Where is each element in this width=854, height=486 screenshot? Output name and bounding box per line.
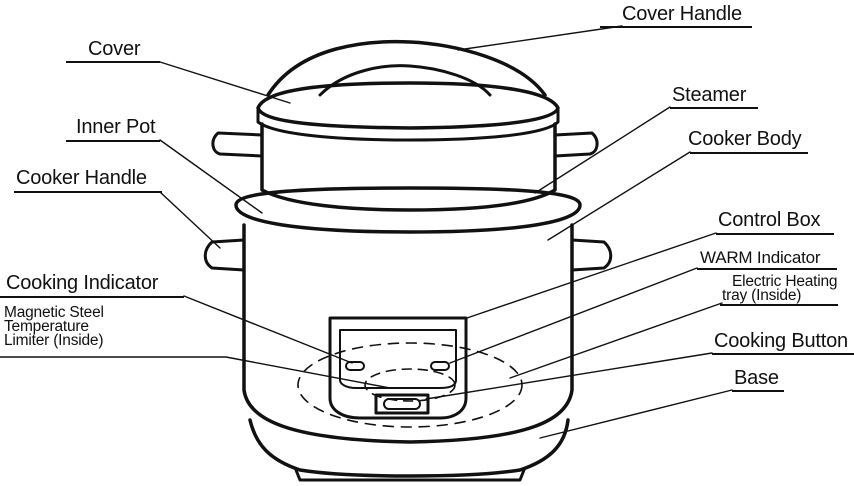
label-steamer: Steamer (672, 84, 747, 106)
cooking-button-shape (374, 393, 430, 415)
label-magnetic-2: Temperature (4, 318, 89, 335)
cooker-handle-left (203, 238, 246, 272)
cooker-body-shape (242, 223, 574, 444)
label-electric-heating-1: Electric Heating (732, 273, 838, 290)
label-cooking-button: Cooking Button (714, 330, 848, 352)
cooking-button-inner (383, 398, 421, 410)
leader-inner-pot (159, 139, 263, 214)
leader-cooker-body (547, 151, 691, 241)
cooking-indicator-light (345, 361, 365, 371)
leader-base (539, 389, 733, 439)
cover-handle-inner (318, 64, 492, 97)
label-electric-heating-2: tray (Inside) (722, 287, 802, 304)
steamer-handle-left (211, 131, 264, 158)
label-control-box: Control Box (718, 209, 821, 231)
cooker-handle-right (570, 238, 613, 272)
underline-inner-pot (66, 140, 160, 142)
underline-warm-indicator (697, 268, 837, 270)
underline-base (732, 390, 784, 392)
base-bottom (294, 468, 526, 482)
underline-cooker-handle (14, 191, 162, 193)
base-shape (248, 418, 570, 478)
cooker-body-rim (234, 186, 582, 234)
warm-indicator-light (430, 361, 450, 371)
label-cooking-indicator: Cooking Indicator (6, 272, 159, 294)
leader-electric-heating (509, 302, 723, 379)
leader-cooking-button (425, 352, 713, 400)
leader-cover (159, 61, 291, 104)
label-base: Base (734, 367, 779, 389)
cover-handle-shape (266, 39, 547, 97)
leader-steamer (534, 106, 671, 194)
label-warm-indicator: WARM Indicator (700, 248, 821, 267)
cover-rim (256, 106, 560, 142)
underline-control-box (716, 233, 834, 235)
leader-control-box (466, 232, 717, 319)
control-box-shape (328, 316, 468, 420)
leader-warm-indicator (449, 267, 698, 364)
label-magnetic-1: Magnetic Steel (4, 304, 104, 321)
label-cover: Cover (88, 38, 141, 60)
underline-steamer (670, 107, 758, 109)
control-box-panel (339, 329, 457, 389)
steamer-handle-right (553, 131, 599, 158)
leader-cover-handle (457, 25, 623, 51)
leader-magnetic-limiter (0, 356, 391, 389)
underline-cover-handle (600, 26, 752, 28)
leader-lines (0, 25, 733, 439)
underline-cover (66, 61, 160, 63)
label-cover-handle: Cover Handle (622, 3, 742, 25)
underline-cooking-indicator (0, 296, 184, 298)
label-cooker-handle: Cooker Handle (16, 167, 147, 189)
leader-cooking-indicator (183, 295, 353, 364)
label-cooker-body: Cooker Body (688, 128, 802, 150)
steamer-shape (260, 122, 557, 212)
label-magnetic-3: Limiter (Inside) (4, 332, 104, 349)
label-inner-pot: Inner Pot (76, 116, 156, 138)
underline-cooking-button (712, 353, 854, 355)
cover-shape (256, 81, 560, 130)
heating-tray-outer (297, 342, 523, 428)
underline-cooker-body (690, 152, 808, 154)
underline-electric-heating (720, 304, 838, 306)
leader-cooker-handle (159, 191, 221, 249)
